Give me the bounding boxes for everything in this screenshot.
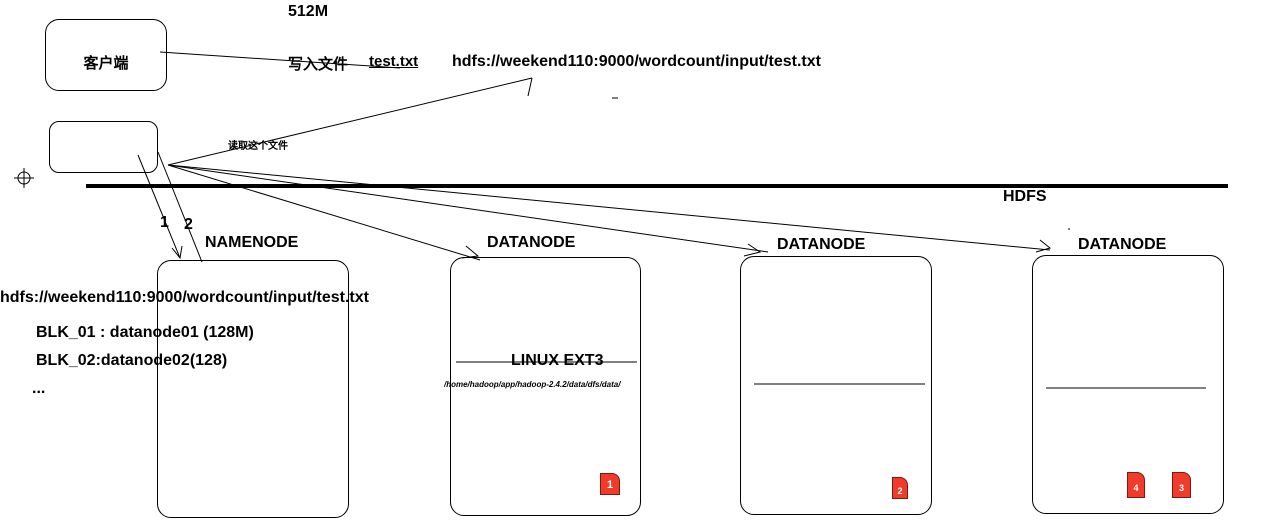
datanode1-fs-path: /home/hadoop/app/hadoop-2.4.2/data/dfs/d…	[444, 380, 621, 389]
step2-arrow	[157, 151, 203, 263]
datanode2-box	[740, 256, 932, 515]
hdfs-label: HDFS	[1003, 188, 1047, 205]
namenode-box	[157, 260, 349, 518]
namenode-block-more: ...	[32, 380, 46, 397]
write-label: 写入文件	[288, 56, 349, 73]
datanode1-block-1: 1	[600, 473, 620, 495]
datanode3-title: DATANODE	[1078, 236, 1167, 253]
read-line	[167, 77, 533, 166]
datanode1-arrow	[167, 164, 481, 261]
size-label: 512M	[288, 3, 329, 20]
namenode-block-1: BLK_01 : datanode01 (128M)	[36, 324, 254, 341]
read-label: 读取这个文件	[228, 141, 288, 152]
datanode3-block-3: 3	[1172, 472, 1191, 498]
crosshair-icon	[14, 168, 34, 188]
datanode2-arrow	[167, 164, 769, 253]
datanode1-box	[450, 257, 641, 516]
datanode3-box	[1032, 255, 1224, 514]
step1-label: 1	[160, 214, 169, 231]
reader-box	[49, 121, 158, 173]
namenode-block-2: BLK_02:datanode02(128)	[36, 352, 228, 369]
namenode-title: NAMENODE	[205, 234, 299, 251]
client-box: 客户端	[45, 19, 167, 91]
datanode2-title: DATANODE	[777, 236, 866, 253]
write-path: hdfs://weekend110:9000/wordcount/input/t…	[452, 53, 821, 70]
client-label: 客户端	[83, 55, 129, 72]
datanode2-block-1: 2	[892, 477, 908, 499]
datanode3-block-4: 4	[1127, 472, 1145, 498]
datanode1-title: DATANODE	[487, 234, 576, 251]
namenode-path: hdfs://weekend110:9000/wordcount/input/t…	[0, 289, 369, 306]
write-line	[159, 51, 401, 69]
datanode3-arrow	[167, 164, 1051, 251]
step2-label: 2	[184, 216, 193, 233]
write-file: test.txt	[369, 53, 419, 70]
datanode1-fs: LINUX EXT3	[511, 352, 604, 369]
